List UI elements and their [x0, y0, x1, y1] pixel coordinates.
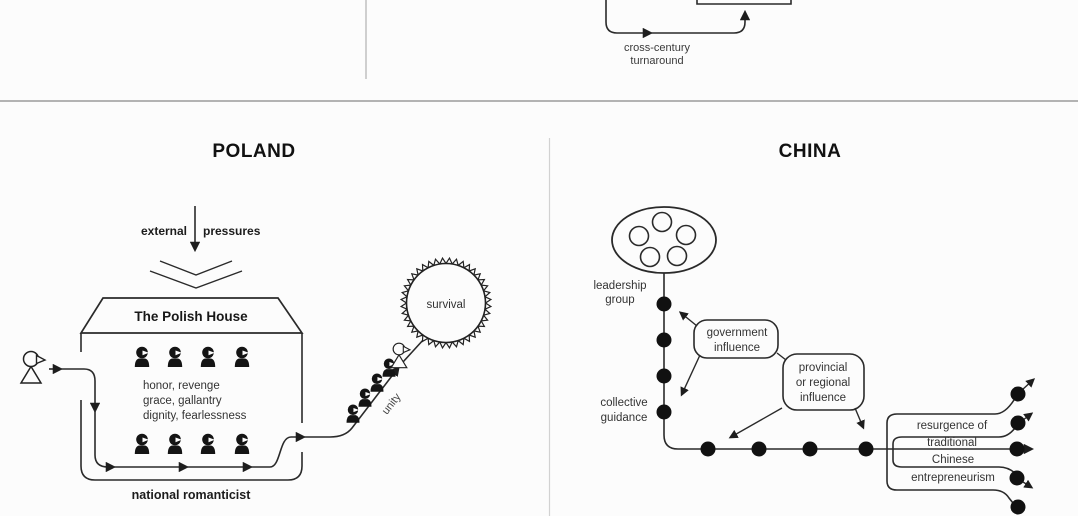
person-head-icon [370, 373, 384, 392]
collective-label-1: collective [600, 397, 647, 409]
person-head-icon [200, 346, 216, 367]
member-circle [675, 224, 697, 246]
flow-climb [303, 365, 400, 438]
member-circle [666, 245, 688, 267]
leadership-members [628, 211, 697, 268]
branch-node [1009, 470, 1025, 486]
flow-bottom-1 [94, 410, 117, 473]
prov-arrow-down [854, 407, 865, 430]
external-label: external [141, 224, 187, 238]
loop-label-line1: cross-century [624, 42, 691, 54]
survival-burst-icon: survival [399, 256, 493, 350]
house-value-2: grace, gallantry [143, 395, 222, 407]
government-influence-box [693, 319, 779, 359]
government-label-1: government [707, 327, 769, 339]
person-head-icon [358, 388, 372, 407]
branch-node [1010, 415, 1026, 431]
person-head-icon [234, 346, 250, 367]
leadership-label-2: group [605, 294, 634, 306]
poland-panel: POLAND external pressures The Polish Hou… [20, 141, 493, 502]
loop-line-up-arrow [650, 9, 751, 34]
branch-lane-outer [886, 399, 1015, 504]
pressures-label: pressures [203, 224, 261, 238]
house-people-row-bottom [134, 433, 250, 454]
provincial-label-1: provincial [799, 362, 848, 374]
collective-label-2: guidance [601, 412, 648, 424]
branch-node [1009, 441, 1025, 457]
house-value-3: dignity, fearlessness [143, 410, 247, 422]
person-head-icon [134, 433, 150, 454]
branch-label-1: resurgence of [917, 420, 988, 432]
provincial-influence-box [782, 353, 865, 411]
unity-queue [346, 342, 411, 423]
outsider-person-icon [20, 350, 46, 384]
node [751, 441, 767, 457]
poland-title: POLAND [212, 141, 295, 162]
burst-circle [405, 262, 487, 344]
member-circle [639, 246, 661, 268]
branch-node [1010, 499, 1026, 515]
node [700, 441, 716, 457]
branch-label-3: Chinese [932, 454, 974, 466]
node [858, 441, 874, 457]
provincial-label-2: or regional [796, 377, 850, 389]
house-people-row-top [134, 346, 250, 367]
leadership-label-1: leadership [593, 280, 646, 292]
person-head-icon [167, 433, 183, 454]
top-loop-diagram: cross-century turnaround [365, 0, 792, 79]
branch-arrow-4 [1022, 479, 1034, 489]
government-label-2: influence [714, 342, 760, 354]
flow-down [60, 368, 101, 414]
loop-line-horizontal [605, 0, 654, 39]
node [802, 441, 818, 457]
person-head-icon [200, 433, 216, 454]
node [656, 368, 672, 384]
guidance-path [663, 273, 1035, 455]
leading-person-icon [390, 342, 411, 369]
person-head-icon [167, 346, 183, 367]
loop-label-line2: turnaround [630, 55, 683, 67]
branch-label-2: traditional [927, 437, 977, 449]
branch-arrow-1 [1021, 378, 1036, 391]
leadership-ellipse [611, 206, 717, 274]
provincial-label-3: influence [800, 392, 846, 404]
house-value-1: honor, revenge [143, 380, 220, 392]
branch-node [1010, 386, 1026, 402]
node [656, 296, 672, 312]
flow-to-goal [402, 338, 425, 363]
house-walls [80, 333, 303, 481]
house-title: The Polish House [134, 309, 248, 324]
gov-arrow-down [680, 354, 701, 397]
branch-lane-inner [892, 427, 1016, 474]
unity-label: unity [380, 391, 404, 417]
box-connector [776, 352, 787, 361]
survival-label: survival [427, 299, 466, 311]
path-nodes [656, 296, 1026, 515]
cropped-box-edge [696, 0, 792, 5]
person-head-icon [234, 433, 250, 454]
pressure-chevrons [149, 260, 243, 289]
member-circle [651, 211, 673, 233]
person-head-icon [134, 346, 150, 367]
china-panel: CHINA leadership group collective guidan… [593, 141, 1036, 515]
house-caption: national romanticist [132, 488, 252, 502]
flow-exit [250, 431, 307, 468]
prov-arrow-left [728, 407, 783, 439]
gov-arrow-up [678, 311, 698, 327]
node [656, 332, 672, 348]
branch-label-4: entrepreneurism [911, 472, 995, 484]
person-head-icon [346, 404, 360, 423]
node [656, 404, 672, 420]
member-circle [628, 225, 650, 247]
china-title: CHINA [779, 141, 842, 162]
